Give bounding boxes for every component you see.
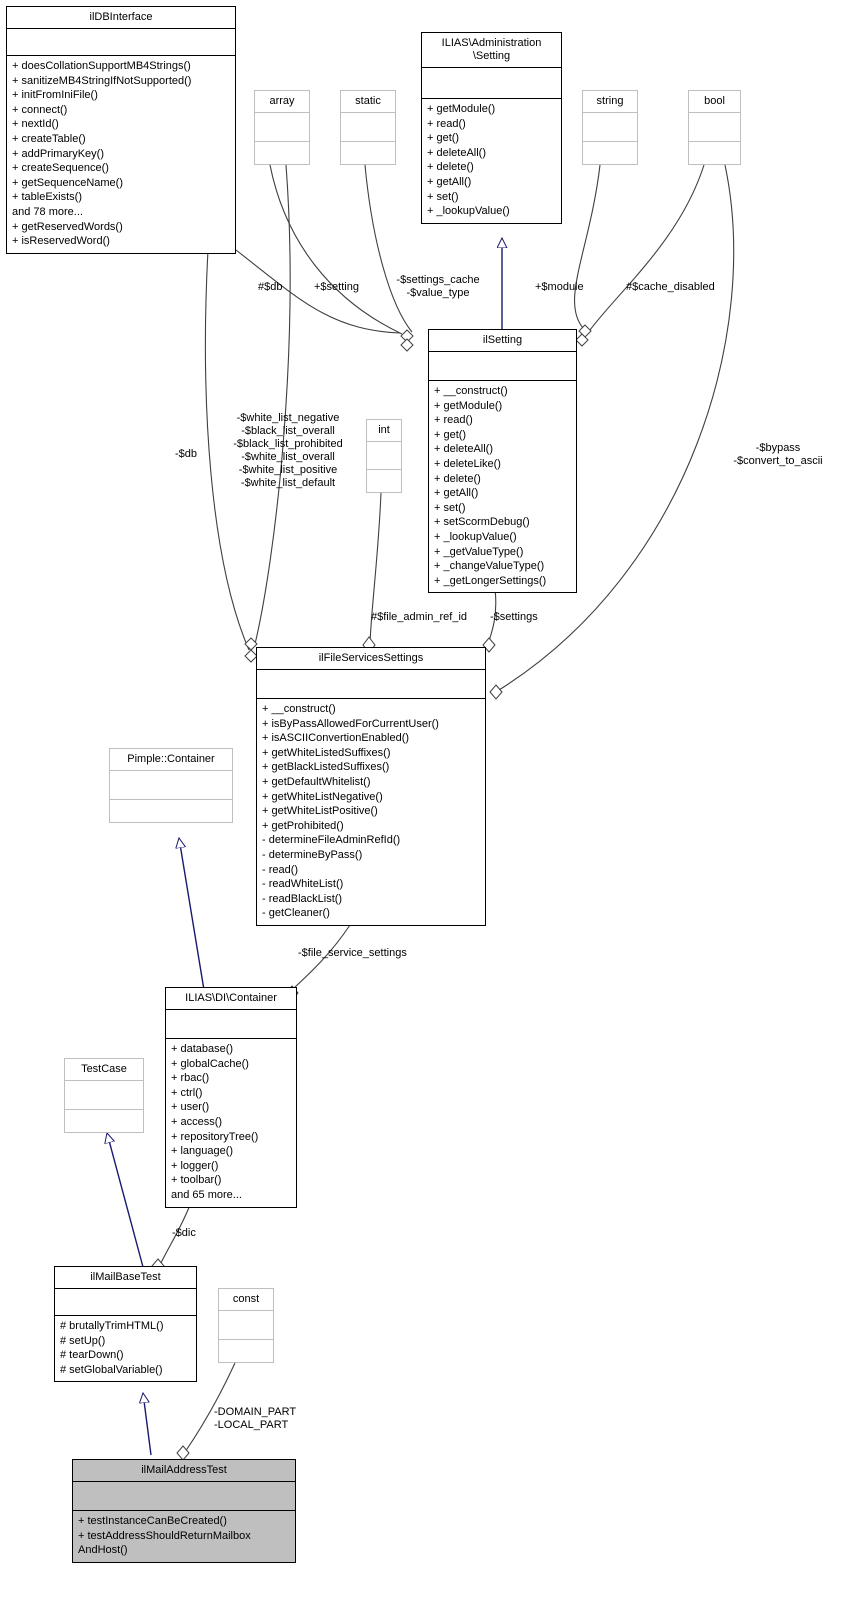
class-attributes <box>219 1311 273 1340</box>
edge-label-array-setting: +$setting <box>314 281 359 293</box>
class-operations <box>341 142 395 173</box>
class-operations: # brutallyTrimHTML() # setUp() # tearDow… <box>60 1320 164 1376</box>
edge-label-dic: -$dic <box>172 1227 196 1239</box>
class-title: array <box>255 91 309 113</box>
class-title: TestCase <box>65 1059 143 1081</box>
class-attributes <box>341 113 395 142</box>
edge-label-whitelists: -$white_list_negative -$black_list_overa… <box>233 412 343 489</box>
class-attributes <box>689 113 740 142</box>
edge-label-module: +$module <box>535 281 584 293</box>
class-ilmailaddresstest[interactable]: ilMailAddressTest + testInstanceCanBeCre… <box>72 1459 296 1563</box>
class-title: const <box>219 1289 273 1311</box>
edge-label-file-service-settings: -$file_service_settings <box>298 947 407 959</box>
edge-label-db-fileservices: -$db <box>175 448 198 460</box>
class-title: string <box>583 91 637 113</box>
class-string[interactable]: string <box>582 90 638 165</box>
class-title: ilMailBaseTest <box>55 1267 196 1289</box>
class-attributes <box>422 68 561 99</box>
class-operations <box>219 1340 273 1371</box>
class-attributes <box>73 1482 295 1511</box>
class-ildbinterface[interactable]: ilDBInterface + doesCollationSupportMB4S… <box>6 6 236 254</box>
class-operations <box>583 142 637 173</box>
class-attributes <box>429 352 576 381</box>
class-attributes <box>367 442 401 470</box>
class-attributes <box>583 113 637 142</box>
class-attributes <box>166 1010 296 1039</box>
class-operations: + doesCollationSupportMB4Strings() + san… <box>12 60 192 248</box>
class-operations: + __construct() + getModule() + read() +… <box>434 385 547 587</box>
class-pimple-container[interactable]: Pimple::Container <box>109 748 233 823</box>
class-array[interactable]: array <box>254 90 310 165</box>
class-attributes <box>55 1289 196 1316</box>
class-title: int <box>367 420 401 442</box>
class-ilsetting[interactable]: ilSetting + __construct() + getModule() … <box>428 329 577 594</box>
class-title: static <box>341 91 395 113</box>
class-attributes <box>255 113 309 142</box>
class-static[interactable]: static <box>340 90 396 165</box>
class-attributes <box>7 29 235 56</box>
class-ilmailbasetest[interactable]: ilMailBaseTest # brutallyTrimHTML() # se… <box>54 1266 197 1383</box>
class-const[interactable]: const <box>218 1288 274 1363</box>
class-testcase[interactable]: TestCase <box>64 1058 144 1133</box>
class-operations <box>110 800 232 831</box>
class-operations: + getModule() + read() + get() + deleteA… <box>427 103 510 218</box>
class-title: ILIAS\Administration \Setting <box>422 33 561 68</box>
class-title: ILIAS\DI\Container <box>166 988 296 1010</box>
edge-label-cache-disabled: #$cache_disabled <box>626 281 715 293</box>
edge-label-settings: -$settings <box>490 611 538 623</box>
class-attributes <box>110 771 232 800</box>
class-operations: + __construct() + isByPassAllowedForCurr… <box>262 703 439 920</box>
class-title: ilDBInterface <box>7 7 235 29</box>
class-attributes <box>257 670 485 699</box>
class-int[interactable]: int <box>366 419 402 493</box>
class-operations: + database() + globalCache() + rbac() + … <box>171 1043 259 1201</box>
edge-label-const-parts: -DOMAIN_PART -LOCAL_PART <box>214 1406 297 1431</box>
edge-label-settings-cache: -$settings_cache -$value_type <box>396 274 480 299</box>
class-ilias-administration-setting[interactable]: ILIAS\Administration \Setting + getModul… <box>421 32 562 224</box>
class-ilfileservicessettings[interactable]: ilFileServicesSettings + __construct() +… <box>256 647 486 926</box>
class-ilias-di-container[interactable]: ILIAS\DI\Container + database() + global… <box>165 987 297 1208</box>
edge-label-file-admin-ref-id: #$file_admin_ref_id <box>371 611 468 623</box>
class-title: ilFileServicesSettings <box>257 648 485 670</box>
class-title: ilMailAddressTest <box>73 1460 295 1482</box>
edge-label-bypass: -$bypass -$convert_to_ascii <box>733 442 823 467</box>
class-operations <box>65 1110 143 1141</box>
class-operations <box>689 142 740 173</box>
class-title: bool <box>689 91 740 113</box>
class-bool[interactable]: bool <box>688 90 741 165</box>
class-operations: + testInstanceCanBeCreated() + testAddre… <box>78 1515 251 1557</box>
class-operations <box>255 142 309 173</box>
edge-label-db-ilsetting: #$db <box>258 281 283 293</box>
class-operations <box>367 470 401 500</box>
class-title: Pimple::Container <box>110 749 232 771</box>
class-attributes <box>65 1081 143 1110</box>
class-title: ilSetting <box>429 330 576 352</box>
